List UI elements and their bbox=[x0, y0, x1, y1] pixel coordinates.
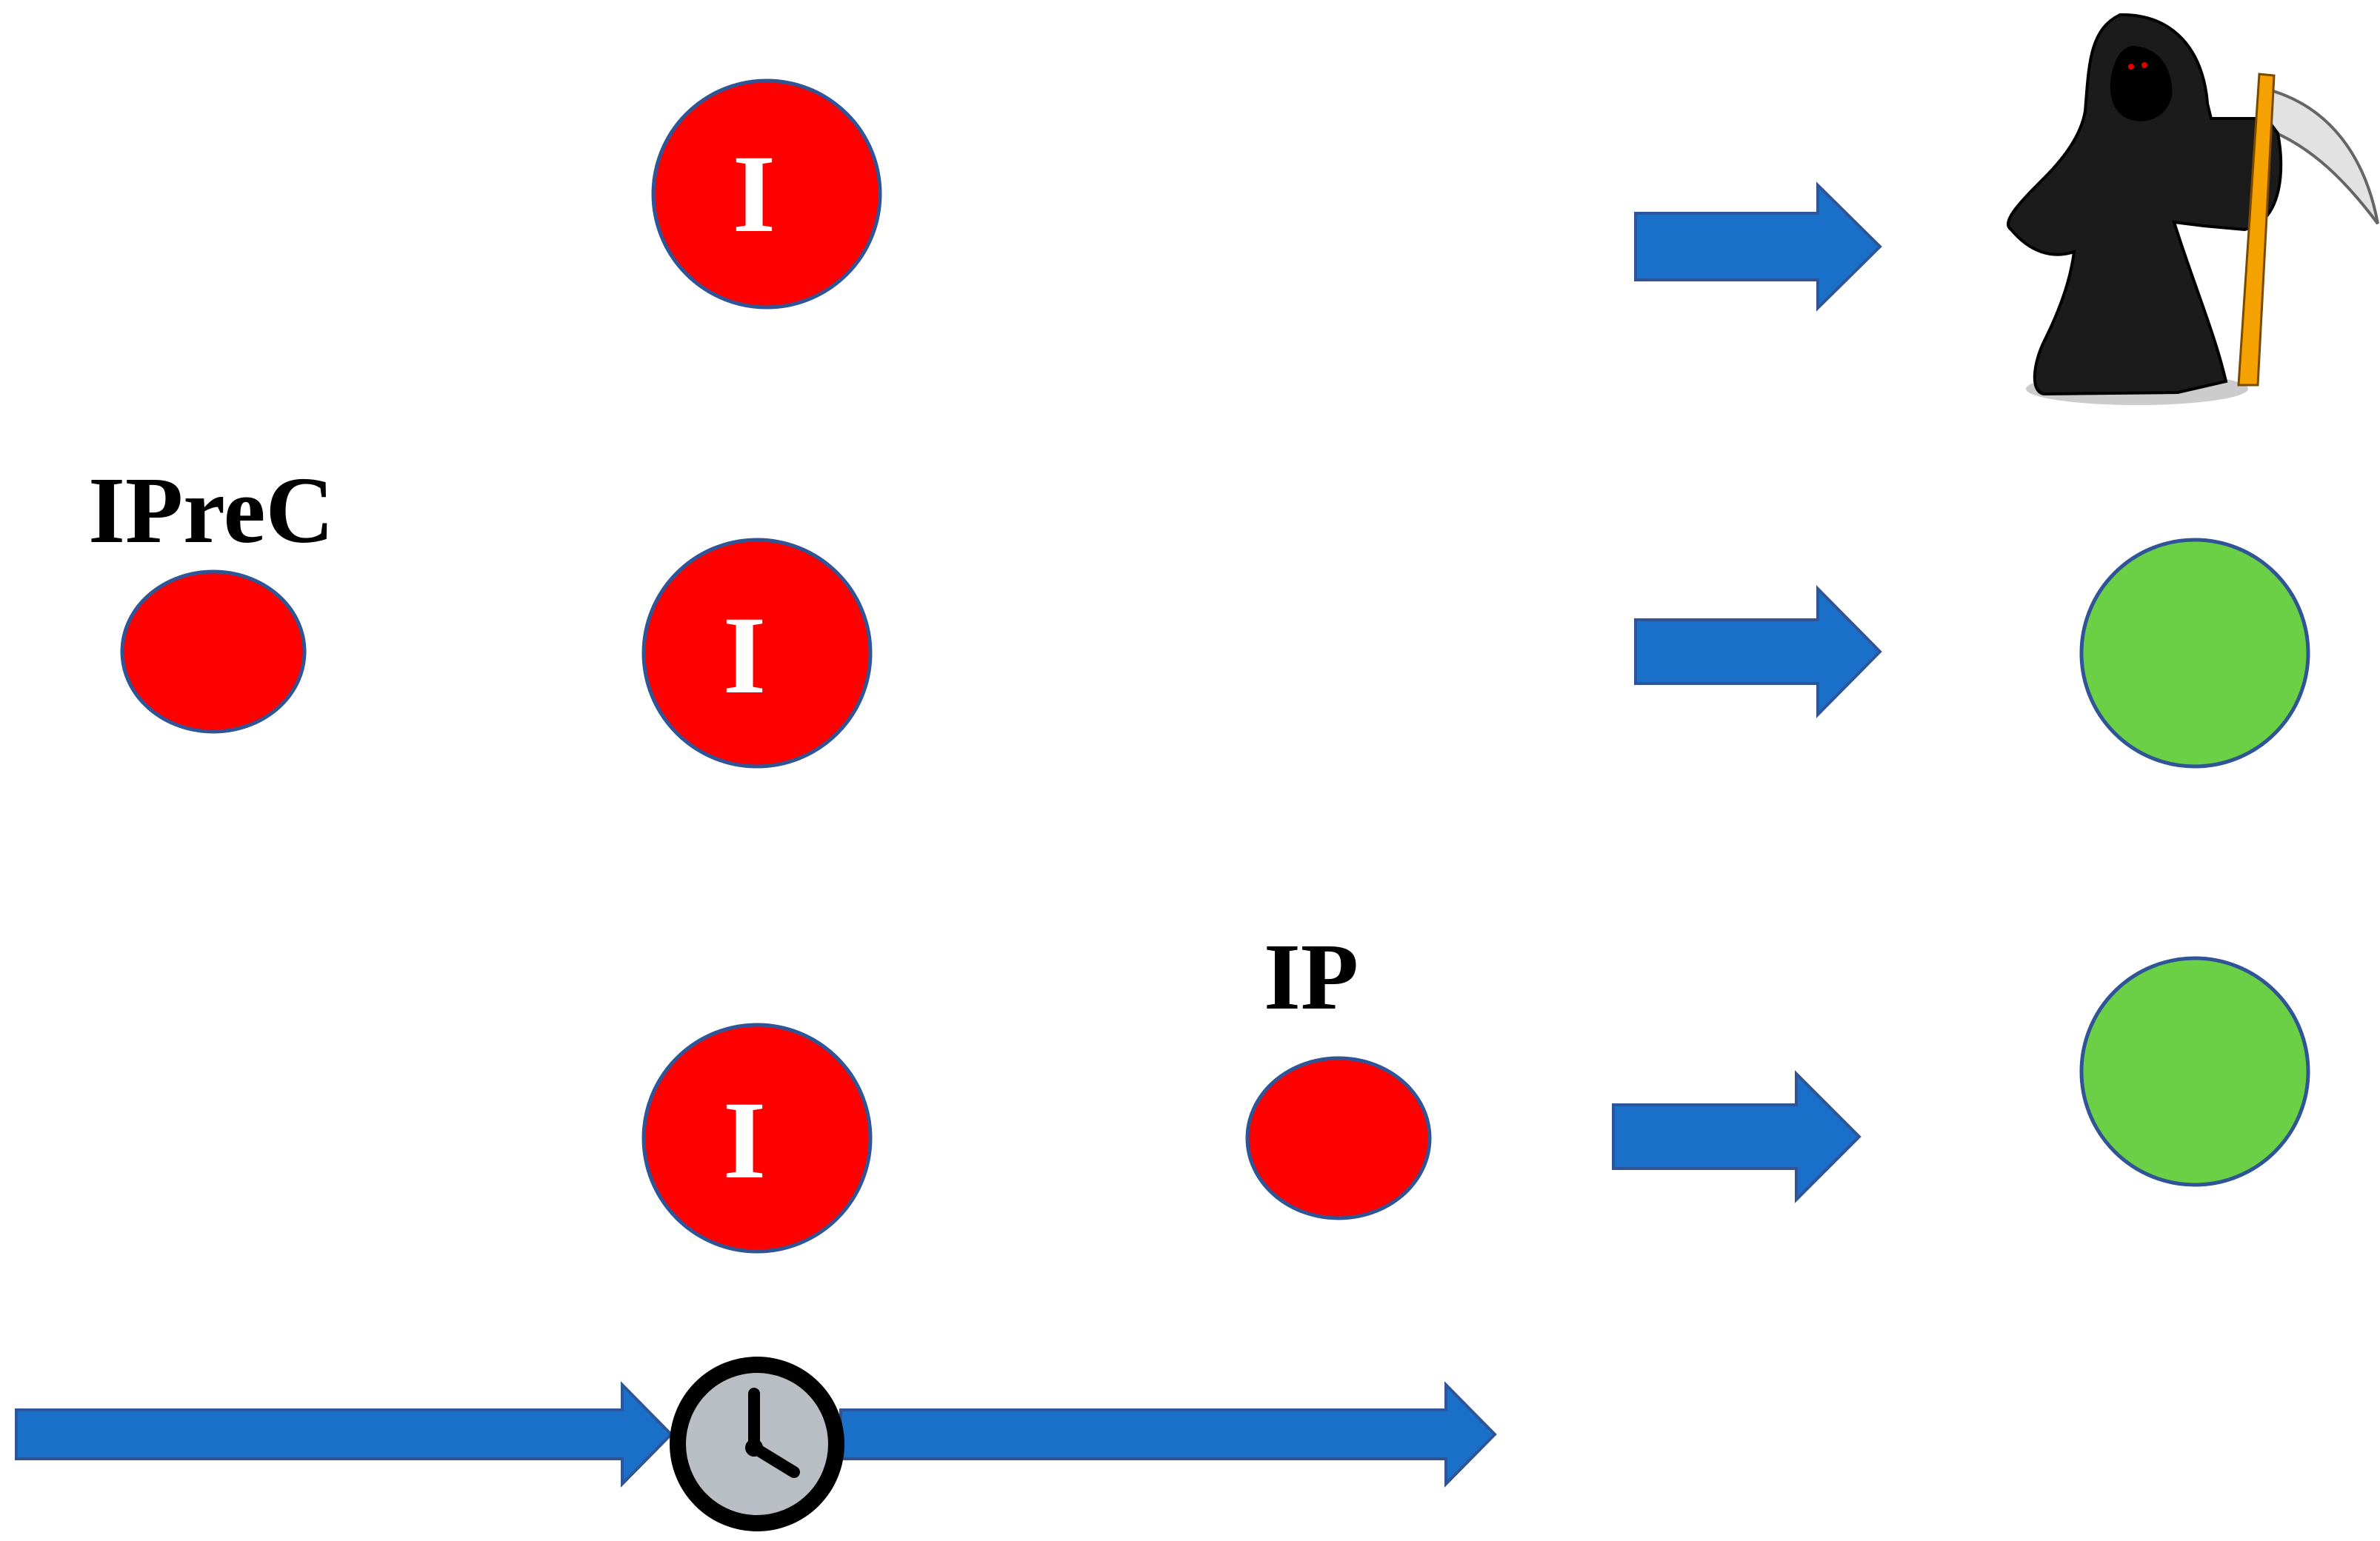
ip-node bbox=[1245, 1056, 1432, 1220]
infected-node-bottom bbox=[641, 1023, 873, 1254]
infected-label-bottom: I bbox=[723, 1079, 766, 1202]
row-infected-to-death: I bbox=[651, 13, 2379, 405]
row-infected-to-recovered: IPreC I bbox=[88, 458, 2310, 769]
clock-icon bbox=[670, 1357, 844, 1531]
arrow-to-recovered-middle bbox=[1634, 585, 1882, 718]
recovered-node-bottom bbox=[2079, 956, 2310, 1187]
arrow-to-recovered-bottom bbox=[1612, 1070, 1861, 1203]
grim-reaper-icon bbox=[2007, 13, 2379, 405]
time-arrow-left bbox=[15, 1381, 673, 1488]
recovered-node-middle bbox=[2079, 538, 2310, 769]
infected-label-top: I bbox=[733, 133, 776, 255]
ip-label: IP bbox=[1264, 924, 1359, 1029]
iprec-node bbox=[120, 569, 307, 734]
row-infected-ip-to-recovered: I IP bbox=[641, 924, 2310, 1254]
arrow-to-death bbox=[1634, 181, 1882, 312]
infected-label-middle: I bbox=[723, 594, 766, 717]
infected-node-middle bbox=[641, 538, 873, 769]
time-axis bbox=[15, 1357, 1497, 1531]
infected-node-top bbox=[651, 78, 882, 310]
iprec-label: IPreC bbox=[88, 458, 334, 563]
time-arrow-right bbox=[839, 1381, 1497, 1488]
